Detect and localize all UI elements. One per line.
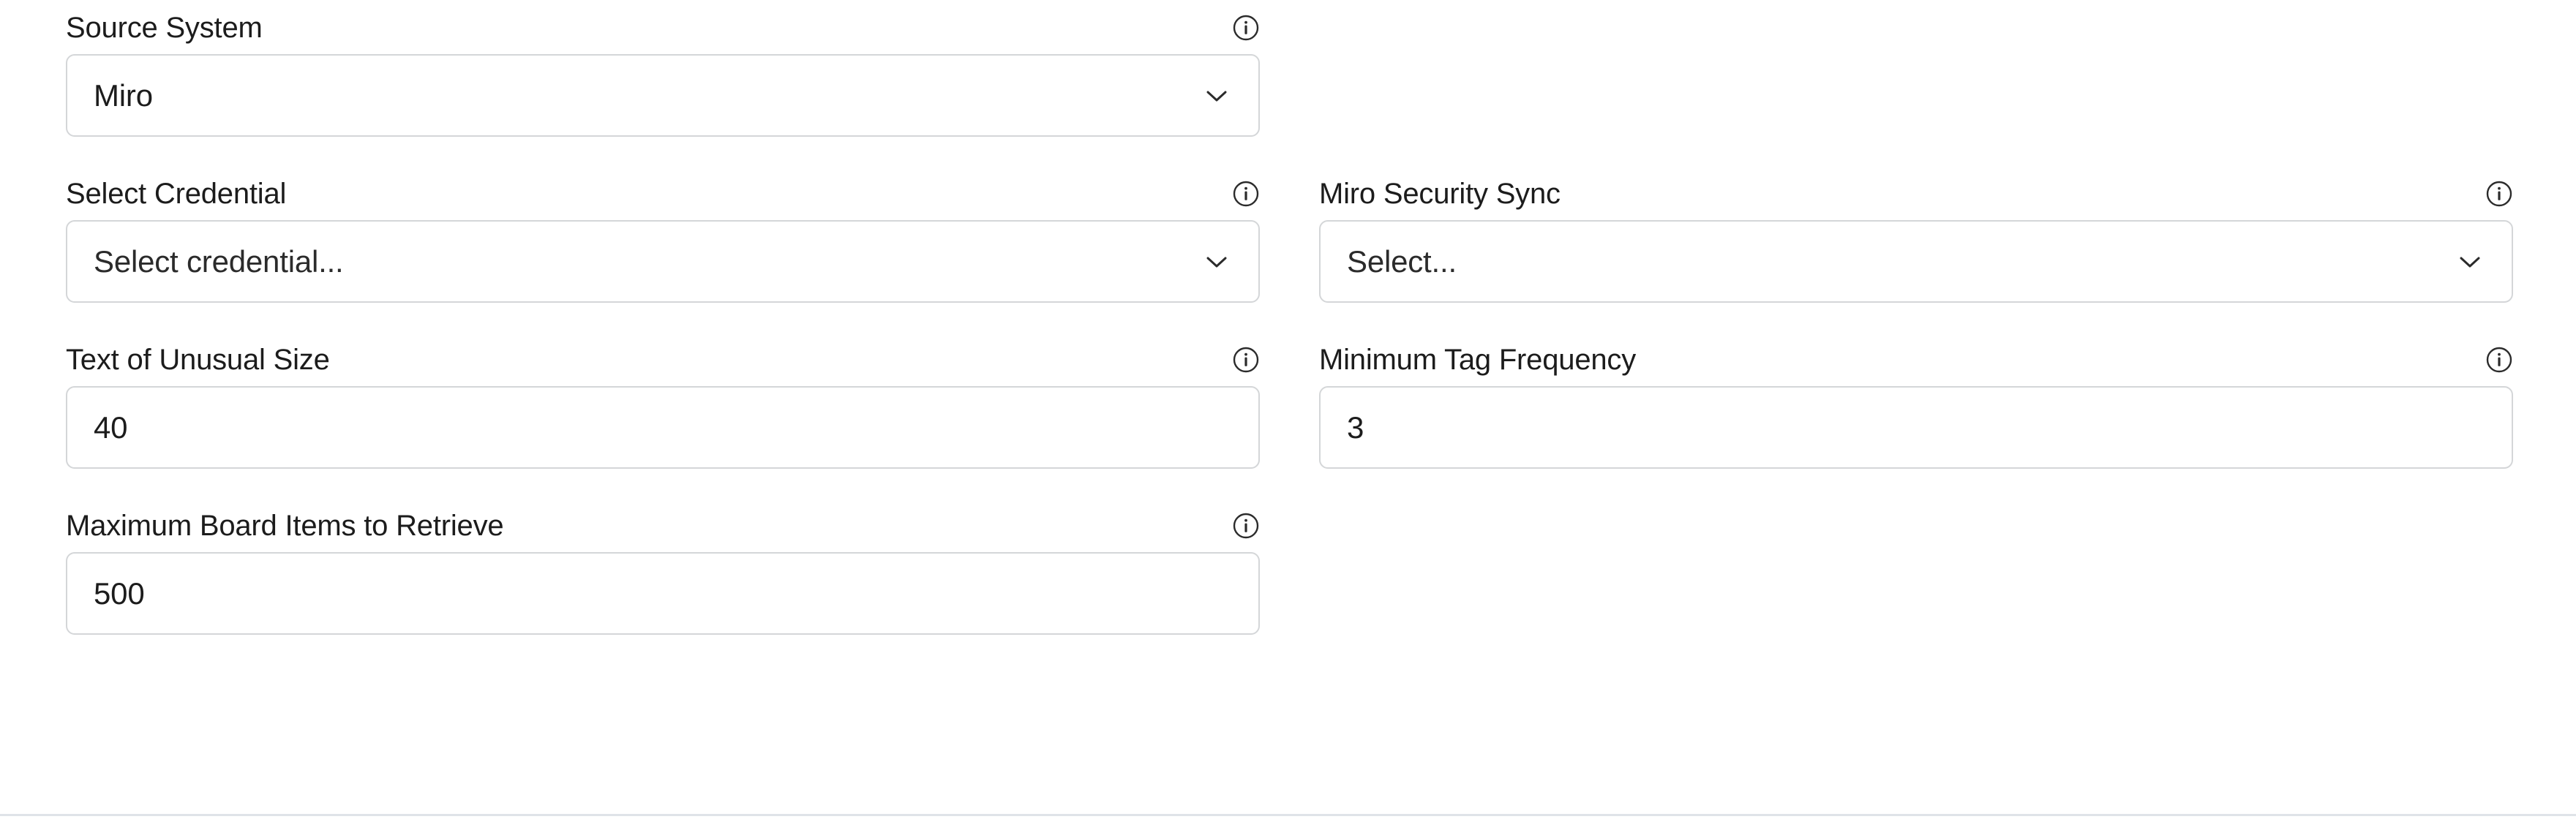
- chevron-down-icon[interactable]: [1200, 79, 1233, 113]
- select-miro-security-sync[interactable]: Select...: [1319, 220, 2513, 303]
- value-source-system: Miro: [94, 78, 153, 113]
- value-text-of-unusual-size: 40: [94, 410, 128, 445]
- input-minimum-tag-frequency[interactable]: 3: [1319, 386, 2513, 469]
- select-select-credential[interactable]: Select credential...: [66, 220, 1260, 303]
- chevron-down-icon[interactable]: [1200, 245, 1233, 279]
- field-label-minimum-tag-frequency: Minimum Tag Frequency: [1319, 344, 1637, 376]
- info-circle-icon[interactable]: [1232, 512, 1260, 540]
- field-maximum-board-items-to-retrieve: Maximum Board Items to Retrieve 500: [66, 508, 1260, 635]
- panel-bottom-divider: [0, 814, 2576, 816]
- field-header-miro-security-sync: Miro Security Sync: [1319, 176, 2513, 211]
- field-header-text-of-unusual-size: Text of Unusual Size: [66, 342, 1260, 377]
- field-text-of-unusual-size: Text of Unusual Size 40: [66, 342, 1260, 469]
- field-header-select-credential: Select Credential: [66, 176, 1260, 211]
- field-header-maximum-board-items-to-retrieve: Maximum Board Items to Retrieve: [66, 508, 1260, 543]
- empty-cell: [1319, 508, 2513, 635]
- field-header-source-system: Source System: [66, 10, 1260, 45]
- info-circle-icon[interactable]: [1232, 180, 1260, 208]
- value-miro-security-sync: Select...: [1347, 244, 1457, 279]
- info-circle-icon[interactable]: [1232, 14, 1260, 42]
- empty-cell: [1319, 10, 2513, 137]
- value-minimum-tag-frequency: 3: [1347, 410, 1364, 445]
- field-label-source-system: Source System: [66, 12, 263, 44]
- info-circle-icon[interactable]: [2485, 346, 2513, 374]
- field-minimum-tag-frequency: Minimum Tag Frequency 3: [1319, 342, 2513, 469]
- info-circle-icon[interactable]: [1232, 346, 1260, 374]
- select-source-system[interactable]: Miro: [66, 54, 1260, 137]
- info-circle-icon[interactable]: [2485, 180, 2513, 208]
- value-select-credential: Select credential...: [94, 244, 344, 279]
- field-header-minimum-tag-frequency: Minimum Tag Frequency: [1319, 342, 2513, 377]
- field-label-maximum-board-items-to-retrieve: Maximum Board Items to Retrieve: [66, 510, 504, 542]
- input-text-of-unusual-size[interactable]: 40: [66, 386, 1260, 469]
- field-label-text-of-unusual-size: Text of Unusual Size: [66, 344, 330, 376]
- field-label-miro-security-sync: Miro Security Sync: [1319, 178, 1561, 210]
- input-maximum-board-items-to-retrieve[interactable]: 500: [66, 552, 1260, 635]
- field-label-select-credential: Select Credential: [66, 178, 287, 210]
- value-maximum-board-items-to-retrieve: 500: [94, 576, 145, 611]
- chevron-down-icon[interactable]: [2453, 245, 2487, 279]
